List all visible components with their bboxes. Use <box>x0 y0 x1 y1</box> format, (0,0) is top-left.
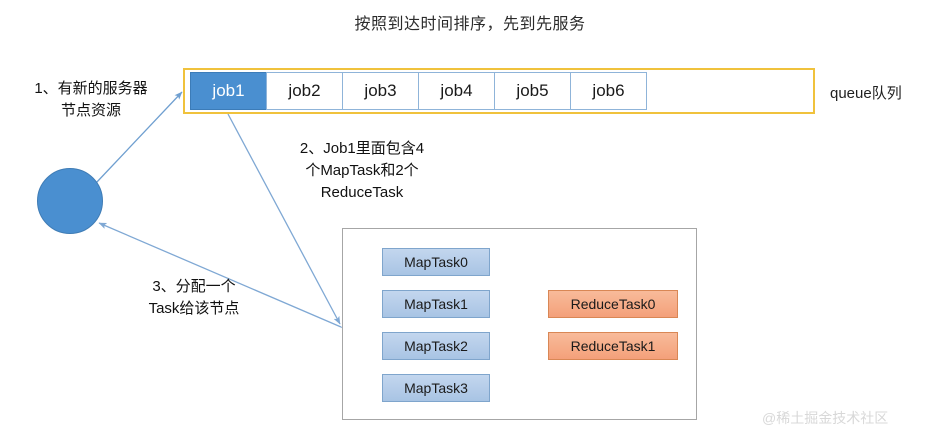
diagram-title: 按照到达时间排序，先到先服务 <box>354 16 586 33</box>
reduce-task-box[interactable]: ReduceTask0 <box>548 290 678 318</box>
queue-label: queue队列 <box>830 85 902 102</box>
server-node-circle <box>37 168 103 234</box>
queue-job-list: job1 job2 job3 job4 job5 job6 <box>190 72 647 110</box>
map-task-box[interactable]: MapTask2 <box>382 332 490 360</box>
annotation-1-new-server-node: 1、有新的服务器 节点资源 <box>34 80 148 119</box>
annotation-3-assign-task: 3、分配一个 Task给该节点 <box>148 278 240 317</box>
queue-job-cell[interactable]: job4 <box>418 72 495 110</box>
reduce-task-box[interactable]: ReduceTask1 <box>548 332 678 360</box>
annotation-2-job1-contents: 2、Job1里面包含4 个MapTask和2个 ReduceTask <box>299 140 425 201</box>
map-task-box[interactable]: MapTask3 <box>382 374 490 402</box>
queue-job-cell[interactable]: job3 <box>342 72 419 110</box>
queue-job-cell[interactable]: job5 <box>494 72 571 110</box>
watermark: @稀土掘金技术社区 <box>762 410 889 426</box>
queue-job-cell[interactable]: job6 <box>570 72 647 110</box>
queue-job-cell[interactable]: job2 <box>266 72 343 110</box>
map-task-box[interactable]: MapTask1 <box>382 290 490 318</box>
map-task-box[interactable]: MapTask0 <box>382 248 490 276</box>
queue-job-cell[interactable]: job1 <box>190 72 267 110</box>
